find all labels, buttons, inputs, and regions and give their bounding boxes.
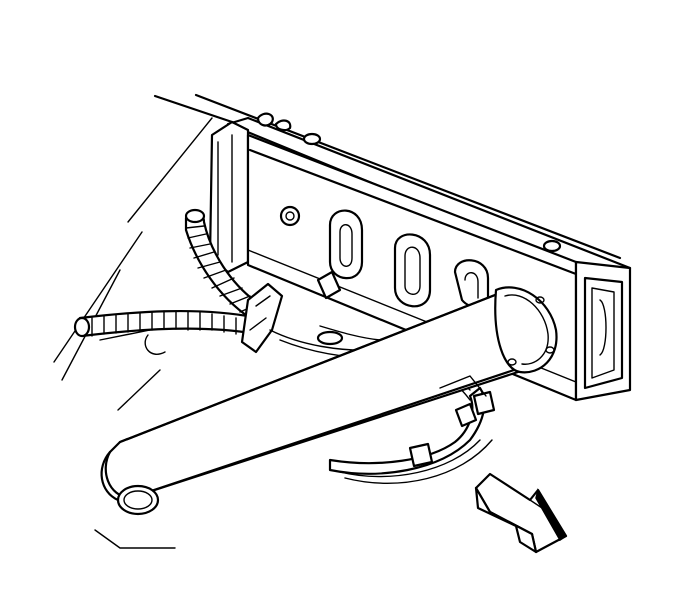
crossmember-tube-icon: [100, 286, 558, 516]
direction-arrow-icon: [474, 472, 568, 554]
